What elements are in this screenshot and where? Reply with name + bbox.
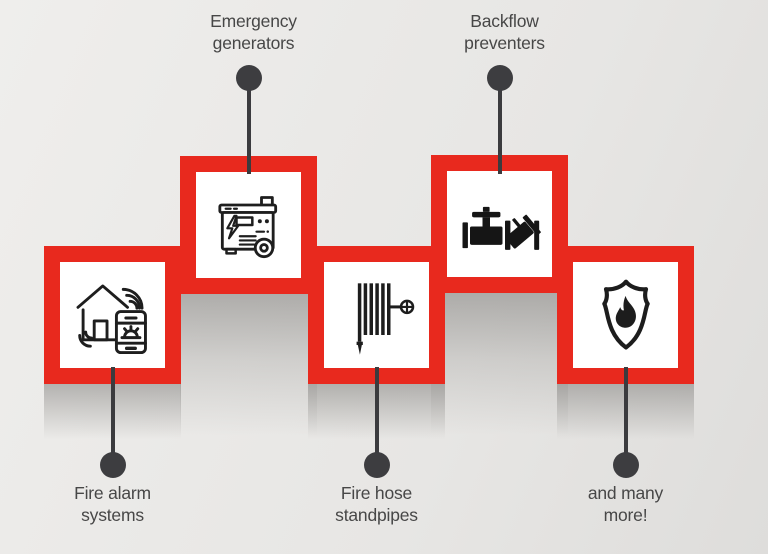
connector-backflow <box>497 78 502 174</box>
tile-fire-hose-standpipes <box>308 246 445 384</box>
tile-fire-alarm-inner <box>60 262 165 368</box>
connector-fire-hose <box>374 367 379 465</box>
connector-fire-alarm <box>110 367 115 465</box>
tile-fire-hose-inner <box>324 262 429 368</box>
dot-backflow <box>486 65 513 91</box>
dot-fire-alarm <box>99 452 126 478</box>
smart-fire-alarm-icon <box>76 284 147 355</box>
shadow-under-generators-tile <box>180 293 317 461</box>
label-and-many-more: and many more! <box>587 483 664 525</box>
dot-fire-hose <box>363 452 390 478</box>
label-emergency-generators: Emergency generators <box>210 11 297 53</box>
tile-generators-inner <box>196 172 301 278</box>
shadow-under-backflow-tile <box>431 292 568 460</box>
shield-flame-icon <box>601 279 650 350</box>
connector-generators <box>246 78 251 174</box>
tile-fire-alarm-systems <box>44 246 181 384</box>
fire-hose-standpipe-icon <box>356 283 414 355</box>
label-fire-hose-standpipes: Fire hose standpipes <box>335 483 418 525</box>
tile-and-many-more <box>557 246 694 384</box>
backflow-preventer-icon <box>462 206 541 250</box>
label-fire-alarm-systems: Fire alarm systems <box>74 483 151 525</box>
dot-more <box>612 452 639 478</box>
emergency-generator-icon <box>217 196 277 259</box>
tile-backflow-inner <box>447 171 552 277</box>
tile-emergency-generators <box>180 156 317 294</box>
connector-more <box>623 367 628 465</box>
dot-generators <box>235 65 262 91</box>
tile-more-inner <box>573 262 678 368</box>
tile-backflow-preventers <box>431 155 568 293</box>
label-backflow-preventers: Backflow preventers <box>464 11 545 53</box>
